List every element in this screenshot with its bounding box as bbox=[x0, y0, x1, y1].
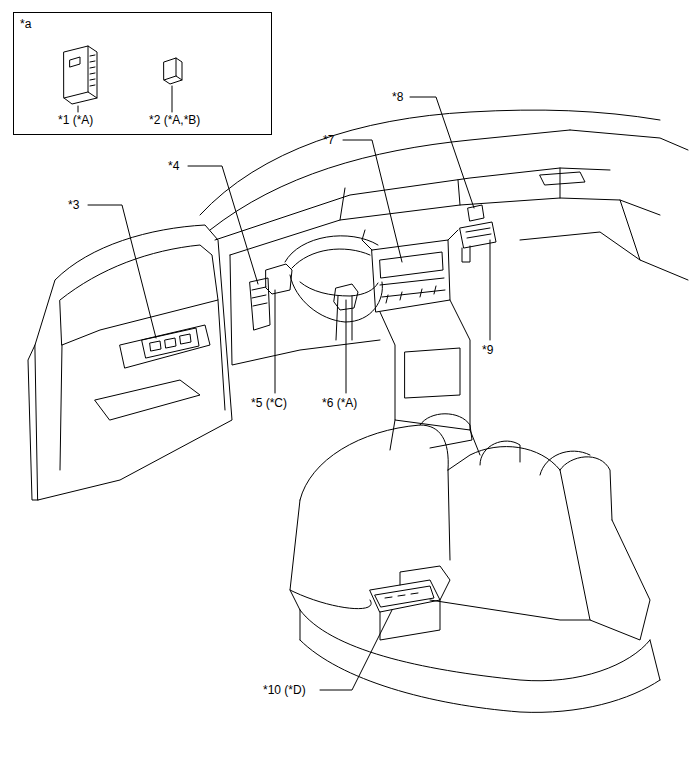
inset-box: *a *1 (*A) *2 (*A,*B) bbox=[13, 12, 272, 135]
callout-number: *10 (*D) bbox=[263, 683, 306, 697]
callout-number: *5 (*C) bbox=[251, 396, 287, 410]
callout-number: *8 bbox=[392, 90, 403, 104]
callout-number: *2 (*A,*B) bbox=[149, 113, 200, 127]
callout-number: *9 bbox=[482, 343, 493, 357]
callout-number: *1 (*A) bbox=[58, 113, 93, 127]
callout-number: *3 bbox=[68, 198, 79, 212]
callout-number: *6 (*A) bbox=[322, 396, 357, 410]
inset-key: *a bbox=[20, 17, 31, 31]
inset-parts bbox=[64, 46, 182, 112]
callout-number: *7 bbox=[323, 133, 334, 147]
callout-number: *4 bbox=[168, 159, 179, 173]
leader-lines bbox=[88, 97, 490, 690]
